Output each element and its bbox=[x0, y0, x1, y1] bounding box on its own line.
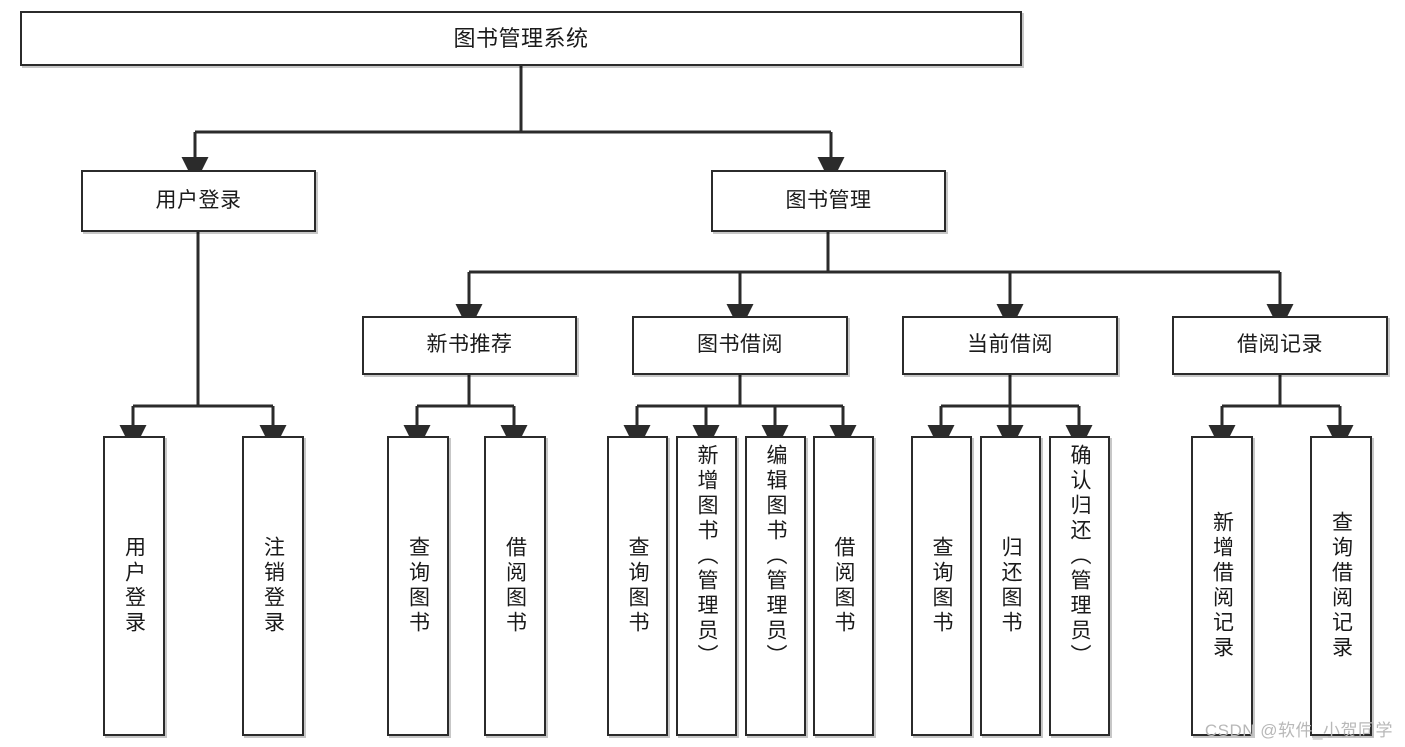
node-current-borrow[interactable]: 当前借阅 bbox=[902, 316, 1118, 375]
node-user-login[interactable]: 用户登录 bbox=[81, 170, 316, 232]
leaf-records-add-record[interactable]: 新增借阅记录 bbox=[1191, 436, 1253, 736]
node-label: 图书借阅 bbox=[697, 333, 783, 357]
leaf-borrow-edit-book-admin[interactable]: 编辑图书（管理员） bbox=[745, 436, 806, 736]
leaf-records-query-record[interactable]: 查询借阅记录 bbox=[1310, 436, 1372, 736]
node-root-system[interactable]: 图书管理系统 bbox=[20, 11, 1022, 66]
node-label: 图书管理 bbox=[785, 188, 872, 212]
leaf-current-query-book[interactable]: 查询图书 bbox=[911, 436, 972, 736]
leaf-recommend-query-book[interactable]: 查询图书 bbox=[387, 436, 449, 736]
leaf-current-return-book[interactable]: 归还图书 bbox=[980, 436, 1041, 736]
node-label: 查询图书 bbox=[626, 536, 649, 636]
node-label: 查询图书 bbox=[930, 536, 953, 636]
node-label: 确认归还（管理员） bbox=[1068, 444, 1091, 669]
leaf-current-confirm-return-admin[interactable]: 确认归还（管理员） bbox=[1049, 436, 1110, 736]
leaf-borrow-borrow-book[interactable]: 借阅图书 bbox=[813, 436, 874, 736]
node-new-book-recommend[interactable]: 新书推荐 bbox=[362, 316, 577, 375]
leaf-user-login-signout[interactable]: 注销登录 bbox=[242, 436, 304, 736]
leaf-borrow-add-book-admin[interactable]: 新增图书（管理员） bbox=[676, 436, 737, 736]
node-book-borrow[interactable]: 图书借阅 bbox=[632, 316, 848, 375]
node-label: 新增借阅记录 bbox=[1210, 511, 1234, 661]
node-label: 查询图书 bbox=[406, 536, 430, 636]
node-label: 注销登录 bbox=[261, 536, 285, 636]
leaf-user-login-signin[interactable]: 用户登录 bbox=[103, 436, 165, 736]
node-label: 新增图书（管理员） bbox=[695, 444, 718, 669]
node-label: 借阅图书 bbox=[832, 536, 855, 636]
node-label: 新书推荐 bbox=[426, 333, 513, 357]
node-label: 借阅图书 bbox=[503, 536, 527, 636]
watermark-text: CSDN @软件_小贺同学 bbox=[1204, 721, 1393, 740]
node-label: 图书管理系统 bbox=[453, 25, 589, 51]
leaf-borrow-query-book[interactable]: 查询图书 bbox=[607, 436, 668, 736]
node-label: 查询借阅记录 bbox=[1329, 511, 1353, 661]
leaf-recommend-borrow-book[interactable]: 借阅图书 bbox=[484, 436, 546, 736]
node-label: 编辑图书（管理员） bbox=[764, 444, 787, 669]
node-label: 用户登录 bbox=[122, 536, 146, 636]
node-label: 归还图书 bbox=[999, 536, 1022, 636]
node-borrow-records[interactable]: 借阅记录 bbox=[1172, 316, 1388, 375]
node-book-management[interactable]: 图书管理 bbox=[711, 170, 946, 232]
node-label: 借阅记录 bbox=[1237, 333, 1323, 357]
node-label: 用户登录 bbox=[155, 188, 242, 212]
node-label: 当前借阅 bbox=[967, 333, 1053, 357]
